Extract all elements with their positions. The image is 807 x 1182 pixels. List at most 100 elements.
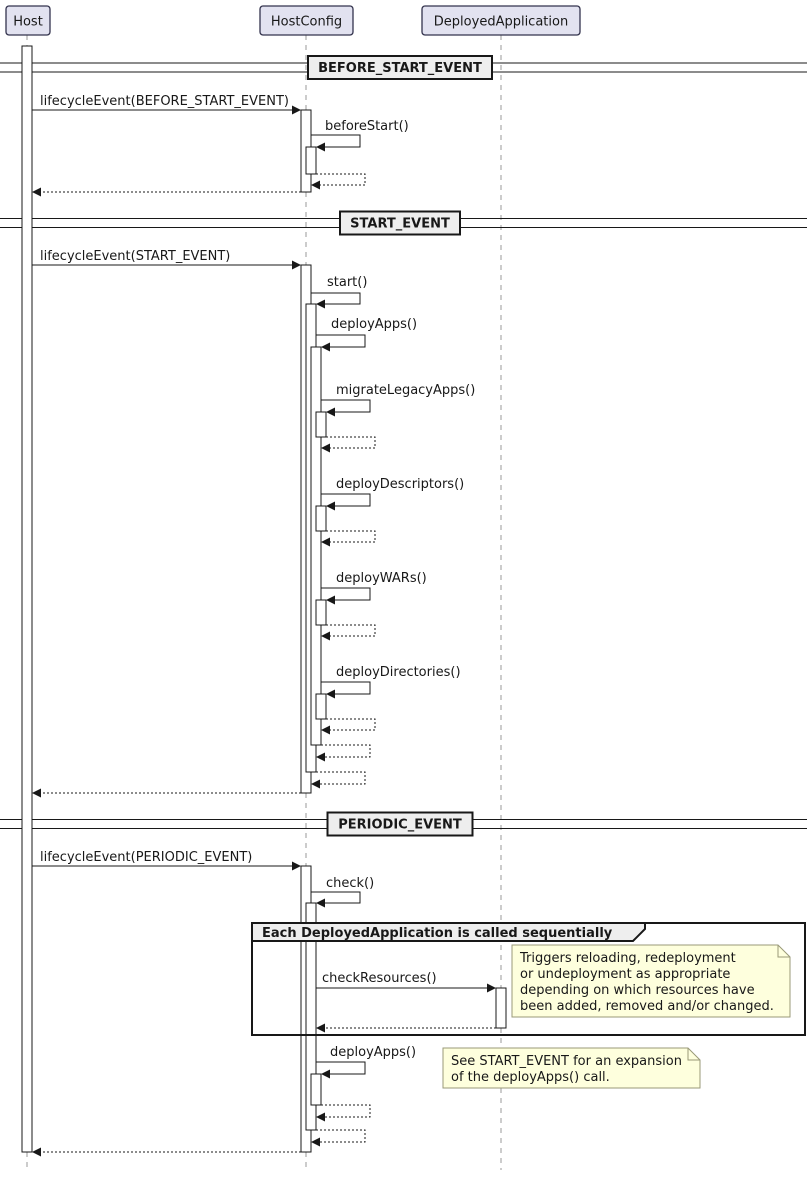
return-lifecycle-periodic (32, 1147, 301, 1157)
message-lifecycle-periodic-label: lifecycleEvent(PERIODIC_EVENT) (40, 850, 252, 865)
activation-bar-deploy-wars (315, 599, 327, 626)
return-deploy-apps-periodic (316, 1104, 371, 1122)
participant-hostconfig-label: HostConfig (271, 15, 342, 30)
participant-deployedapplication: DeployedApplication (421, 5, 581, 36)
note-check-resources-line1: Triggers reloading, redeployment (519, 951, 736, 966)
message-lifecycle-before: lifecycleEvent(BEFORE_START_EVENT) (32, 94, 301, 115)
message-check-resources-label: checkResources() (322, 971, 437, 986)
message-migrate-legacy-apps: migrateLegacyApps() (321, 383, 475, 417)
divider-start-event-label: START_EVENT (350, 217, 450, 232)
message-before-start-call: beforeStart() (311, 119, 409, 152)
message-deploy-descriptors: deployDescriptors() (321, 477, 464, 511)
return-check-resources (316, 1023, 496, 1033)
message-deploy-apps-periodic-label: deployApps() (330, 1045, 416, 1060)
return-deploy-wars (321, 624, 376, 641)
divider-periodic-event: PERIODIC_EVENT (326, 811, 474, 837)
message-migrate-legacy-apps-label: migrateLegacyApps() (336, 383, 475, 398)
arrowhead-icon (487, 983, 496, 993)
activation-bar-hostconfig-before-l2 (305, 146, 317, 175)
frame-label: Each DeployedApplication is called seque… (262, 926, 613, 941)
arrowhead-icon (326, 595, 335, 605)
arrowhead-icon (316, 1112, 325, 1122)
message-deploy-apps: deployApps() (316, 317, 417, 352)
message-check-resources: checkResources() (316, 971, 496, 993)
message-lifecycle-before-label: lifecycleEvent(BEFORE_START_EVENT) (40, 94, 289, 109)
arrowhead-icon (321, 725, 330, 735)
arrowhead-icon (32, 1147, 41, 1157)
activation-bar-migrate-legacy-apps (315, 411, 327, 438)
arrowhead-icon (32, 187, 41, 197)
activation-bar-deploy-descriptors (315, 505, 327, 532)
arrowhead-icon (311, 779, 320, 789)
activation-bar-hostconfig-periodic-l3 (310, 1073, 322, 1106)
return-check-call (311, 1129, 366, 1147)
arrowhead-icon (326, 689, 335, 699)
arrowhead-icon (326, 501, 335, 511)
return-before-start-call (311, 173, 366, 190)
arrowhead-icon (316, 299, 325, 309)
participant-deployedapplication-label: DeployedApplication (434, 15, 568, 30)
arrowhead-icon (321, 1069, 330, 1079)
return-start-call (311, 771, 366, 789)
arrowhead-icon (292, 105, 301, 115)
note-check-resources-line3: depending on which resources have (520, 983, 755, 998)
arrowhead-icon (321, 443, 330, 453)
return-deploy-apps (316, 744, 371, 762)
note-check-resources-line4: been added, removed and/or changed. (520, 999, 774, 1014)
activation-bar-deployedapplication (495, 987, 507, 1029)
divider-start-event: START_EVENT (339, 210, 461, 236)
note-fold-icon (687, 1048, 700, 1061)
message-lifecycle-periodic: lifecycleEvent(PERIODIC_EVENT) (32, 850, 301, 871)
activation-bar-host (21, 45, 33, 1153)
message-deploy-directories-label: deployDirectories() (336, 665, 461, 680)
divider-before-start-event-label: BEFORE_START_EVENT (318, 61, 482, 76)
message-check-call: check() (311, 876, 374, 908)
message-deploy-apps-label: deployApps() (331, 317, 417, 332)
arrowhead-icon (311, 180, 320, 190)
message-deploy-wars-label: deployWARs() (336, 571, 427, 586)
message-lifecycle-start: lifecycleEvent(START_EVENT) (32, 249, 301, 270)
return-migrate-legacy-apps (321, 436, 376, 453)
message-start-call: start() (311, 275, 367, 309)
divider-before-start-event: BEFORE_START_EVENT (307, 55, 493, 80)
return-deploy-descriptors (321, 530, 376, 547)
message-lifecycle-start-label: lifecycleEvent(START_EVENT) (40, 249, 230, 264)
note-check-resources-line2: or undeployment as appropriate (520, 967, 730, 982)
arrowhead-icon (316, 752, 325, 762)
return-lifecycle-before (32, 187, 301, 197)
frame-each-deployedapplication: Each DeployedApplication is called seque… (251, 922, 806, 1036)
message-start-call-label: start() (327, 275, 367, 290)
message-deploy-apps-periodic: deployApps() (316, 1045, 416, 1079)
arrowhead-icon (326, 407, 335, 417)
message-before-start-call-label: beforeStart() (325, 119, 409, 134)
return-deploy-directories (321, 718, 376, 735)
divider-periodic-event-label: PERIODIC_EVENT (338, 818, 462, 833)
arrowhead-icon (311, 1137, 320, 1147)
activation-bar-deploy-directories (315, 693, 327, 720)
arrowhead-icon (316, 142, 325, 152)
note-deploy-apps: See START_EVENT for an expansion of the … (442, 1047, 701, 1089)
arrowhead-icon (321, 342, 330, 352)
return-lifecycle-start (32, 788, 301, 798)
arrowhead-icon (321, 537, 330, 547)
note-deploy-apps-line1: See START_EVENT for an expansion (451, 1054, 682, 1069)
message-deploy-directories: deployDirectories() (321, 665, 461, 699)
participant-hostconfig: HostConfig (259, 5, 354, 36)
message-deploy-descriptors-label: deployDescriptors() (336, 477, 464, 492)
note-check-resources: Triggers reloading, redeployment or unde… (511, 944, 791, 1018)
message-deploy-wars: deployWARs() (321, 571, 427, 605)
arrowhead-icon (292, 861, 301, 871)
arrowhead-icon (292, 260, 301, 270)
note-fold-icon (777, 945, 790, 958)
message-check-call-label: check() (326, 876, 374, 891)
activation-bar-hostconfig-start-l3 (310, 346, 322, 746)
participant-host: Host (5, 5, 51, 36)
note-deploy-apps-line2: of the deployApps() call. (451, 1070, 610, 1085)
arrowhead-icon (316, 1023, 325, 1033)
participant-host-label: Host (13, 15, 43, 30)
arrowhead-icon (32, 788, 41, 798)
arrowhead-icon (321, 631, 330, 641)
arrowhead-icon (316, 898, 325, 908)
